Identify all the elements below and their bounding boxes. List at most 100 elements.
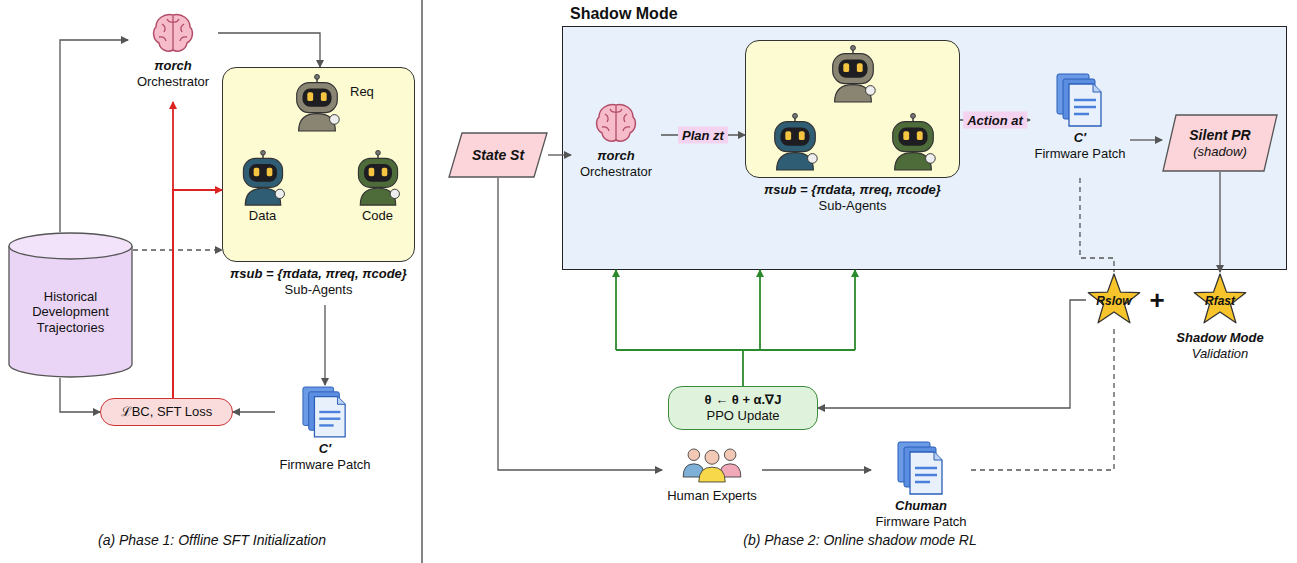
orchestrator-node: πorchOrchestrator	[571, 100, 661, 192]
node-text: πorch	[154, 58, 191, 74]
connector-line	[548, 154, 571, 155]
node-text: πorch	[597, 148, 634, 164]
connector-line	[971, 328, 1114, 470]
node-text: Orchestrator	[137, 74, 209, 90]
silent-pr-parallelogram: Silent PR(shadow)	[1162, 114, 1278, 172]
agent-robot: Code	[340, 150, 415, 238]
human-experts: Human Experts	[662, 440, 762, 510]
connector-line	[498, 178, 662, 470]
firmware-patch: C′Firmware Patch	[275, 385, 375, 479]
node-text: (shadow)	[1193, 144, 1246, 160]
plus-sign: +	[1149, 285, 1164, 316]
connector-line	[1219, 172, 1220, 272]
state-parallelogram: State St	[448, 132, 548, 178]
connector-line	[218, 33, 320, 67]
node-text: State St	[472, 147, 524, 164]
icon	[235, 150, 291, 206]
connector-line	[60, 378, 100, 412]
agent-robot: Req	[288, 74, 392, 140]
node-text: Chuman	[895, 498, 947, 514]
node-text: θ ← θ + α.∇J	[705, 392, 782, 408]
icon	[1055, 72, 1105, 128]
connector	[325, 305, 326, 385]
node-text: Validation	[1192, 346, 1249, 362]
icon	[593, 100, 639, 146]
icon	[150, 10, 196, 56]
icon	[766, 113, 824, 171]
reward-star: RfastShadow ModeValidation	[1170, 272, 1270, 364]
node-text: Shadow Mode	[570, 4, 678, 23]
node-text: Firmware Patch	[875, 514, 966, 530]
node-text: Firmware Patch	[1034, 146, 1125, 162]
node-text: Rfast	[1170, 294, 1270, 308]
icon	[679, 440, 745, 486]
connector-line	[233, 411, 275, 412]
connector	[971, 328, 1114, 470]
divider-line	[421, 0, 422, 563]
icon	[288, 74, 346, 132]
node-text: Req	[350, 84, 374, 100]
connector	[1220, 172, 1221, 272]
icon	[824, 45, 882, 103]
panel-caption: (a) Phase 1: Offline SFT Initialization	[98, 532, 326, 548]
node-text: ℒBC, SFT Loss	[121, 404, 213, 420]
agent-robot: Data	[225, 150, 300, 238]
node-text: Firmware Patch	[279, 457, 370, 473]
connector-line	[742, 350, 744, 386]
connector	[233, 412, 275, 413]
icon	[884, 113, 942, 171]
sub-agents-box: πsub = {πdata, πreq, πcode}Sub-AgentsReq…	[222, 67, 415, 305]
connector-line	[616, 349, 855, 351]
node-text: Rslow	[1086, 294, 1142, 308]
connector-line	[818, 300, 1086, 408]
icon	[896, 440, 946, 496]
connector	[1130, 140, 1162, 141]
shadow-mode-band: Shadow Mode πorchOrchestrator πsub = {πdat…	[562, 2, 1287, 270]
connector-line	[759, 270, 761, 350]
edge-label: Plan zt	[678, 127, 728, 144]
ppo-update-box: θ ← θ + α.∇JPPO Update	[668, 386, 818, 430]
connector	[818, 300, 1086, 408]
connector-line	[615, 270, 617, 350]
firmware-patch: C′Firmware Patch	[1030, 72, 1130, 178]
node-text: Code	[362, 208, 393, 224]
connector	[616, 270, 855, 386]
connector-line	[60, 40, 128, 232]
node-text: C′	[1074, 130, 1087, 146]
node-text: Human Experts	[667, 488, 757, 504]
node-text: πsub = {πdata, πreq, πcode}	[764, 182, 941, 198]
node-text: Shadow Mode	[1176, 330, 1263, 346]
icon	[350, 150, 406, 206]
sub-agents-box: πsub = {πdata, πreq, πcode}Sub-Agents	[745, 40, 960, 216]
connector-line	[1130, 139, 1162, 140]
connector	[173, 190, 222, 398]
node-text: PPO Update	[707, 408, 780, 424]
firmware-patch: ChumanFirmware Patch	[871, 440, 971, 538]
node-text: C′	[319, 441, 332, 457]
connector	[60, 40, 128, 232]
connector	[498, 178, 662, 470]
connector-line	[854, 270, 856, 350]
agents-panel	[745, 40, 960, 178]
icon	[301, 385, 349, 439]
connector	[548, 155, 571, 156]
connector-line	[133, 249, 222, 250]
node-text: Historical Development Trajectories	[14, 289, 127, 336]
connector	[1080, 178, 1114, 272]
node-text: Sub-Agents	[819, 198, 887, 214]
orchestrator-node: πorchOrchestrator	[128, 10, 218, 102]
connector	[60, 378, 100, 412]
edge-label: Action at	[963, 112, 1027, 129]
connector	[762, 470, 871, 471]
connector	[133, 250, 222, 251]
database-cylinder: Historical Development Trajectories	[8, 232, 133, 378]
panel-caption: (b) Phase 2: Online shadow mode RL	[743, 532, 976, 548]
icon	[1162, 114, 1278, 172]
connector-line	[1080, 178, 1114, 272]
reward-star: Rslow	[1086, 272, 1142, 328]
connector-line	[324, 305, 325, 385]
connector-line	[173, 190, 222, 398]
node-text: Orchestrator	[580, 164, 652, 180]
connector	[218, 33, 320, 67]
connector-line	[762, 469, 871, 470]
